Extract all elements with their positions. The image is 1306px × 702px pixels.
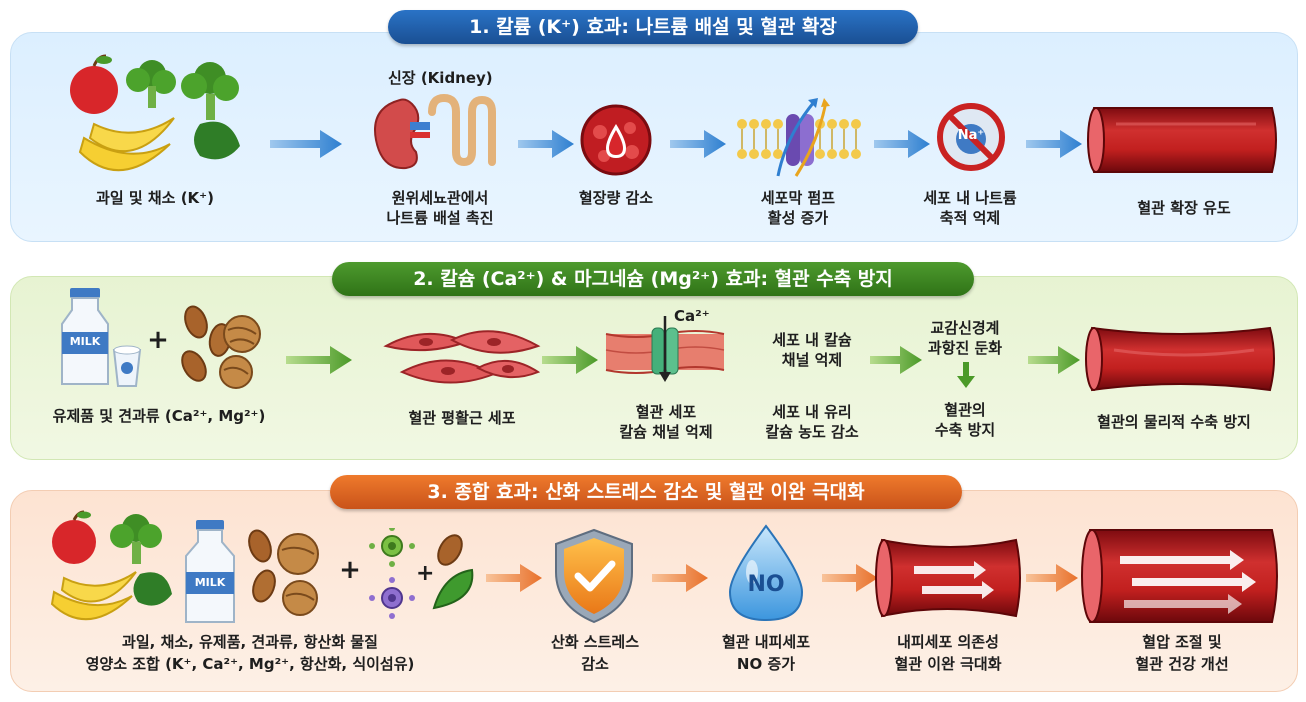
relaxed-vessel-icon <box>875 538 1021 618</box>
step-3-3-line1: 혈관 내피세포 <box>721 633 811 651</box>
arrow-right-icon <box>670 130 726 158</box>
step-2-4-line1: 세포 내 칼슘 <box>772 331 852 349</box>
milk-bottle-icon: MILK <box>56 288 142 388</box>
step-1-5-line1: 세포 내 나트륨 <box>923 189 1017 207</box>
arrow-right-icon <box>486 564 542 592</box>
arrow-right-icon <box>652 564 708 592</box>
arrow-right-icon <box>822 564 878 592</box>
protected-vessel-icon <box>1085 326 1275 392</box>
milk-label: MILK <box>69 335 101 348</box>
step-2-4-line2: 채널 억제 <box>781 351 843 369</box>
fruits-vegetables-icon <box>50 510 172 621</box>
nuts-icon <box>181 305 261 389</box>
sodium-blocked-icon: Na⁺ <box>936 102 1006 172</box>
shield-check-icon <box>555 528 633 624</box>
step-2-1-label: 유제품 및 견과류 (Ca²⁺, Mg²⁺) <box>52 407 266 425</box>
step-3-4-line1: 내피세포 의존성 <box>897 633 999 651</box>
step-3-3-line2: NO 증가 <box>736 655 796 673</box>
step-2-8-label: 혈관의 물리적 수축 방지 <box>1097 413 1251 431</box>
step-1-3-label: 혈장량 감소 <box>578 189 654 207</box>
step-1-6-label: 혈관 확장 유도 <box>1137 199 1231 217</box>
blood-plasma-icon <box>580 104 652 176</box>
plus-sign: + <box>339 555 361 585</box>
step-3-4-line2: 혈관 이완 극대화 <box>894 655 1002 673</box>
step-2-3-line2: 칼슘 채널 억제 <box>619 423 713 441</box>
arrow-right-icon <box>518 130 574 158</box>
healthy-vessel-icon <box>1081 529 1278 623</box>
no-label: NO <box>747 572 785 597</box>
section-2-title: 2. 칼슘 (Ca²⁺) & 마그네슘 (Mg²⁺) 효과: 혈관 수축 방지 <box>332 262 974 296</box>
milk-label: MILK <box>194 576 226 589</box>
step-2-2-label: 혈관 평활근 세포 <box>408 409 516 427</box>
step-2-6-line1: 교감신경계 <box>930 319 1000 337</box>
step-3-1-line1: 과일, 채소, 유제품, 견과류, 항산화 물질 <box>122 633 378 651</box>
arrow-down-icon <box>957 362 975 388</box>
step-1-4-line2: 활성 증가 <box>767 209 829 227</box>
arrow-right-icon <box>1026 564 1078 592</box>
fruits-vegetables-icon <box>70 54 240 172</box>
step-1-5-line2: 축적 억제 <box>939 209 1001 227</box>
step-3-2-line2: 감소 <box>581 655 609 673</box>
sodium-label: Na⁺ <box>957 128 985 143</box>
water-drop-icon <box>728 524 804 622</box>
arrow-right-icon <box>542 346 598 374</box>
arrow-right-icon <box>870 346 922 374</box>
kidney-nephron-icon <box>374 93 496 170</box>
step-1-1-label: 과일 및 채소 (K⁺) <box>96 189 214 207</box>
step-3-2-line1: 산화 스트레스 <box>550 633 640 651</box>
section-3-title: 3. 종합 효과: 산화 스트레스 감소 및 혈관 이완 극대화 <box>330 475 962 509</box>
kidney-caption: 신장 (Kidney) <box>388 69 493 87</box>
step-2-7-line1: 혈관의 <box>944 401 986 419</box>
milk-bottle-icon: MILK <box>180 520 240 624</box>
cell-membrane-pump-icon <box>737 98 861 177</box>
arrow-right-icon <box>1026 130 1082 158</box>
svg-text:+: + <box>416 561 434 586</box>
calcium-channel-icon <box>605 316 725 382</box>
antioxidant-icon: + <box>369 528 474 619</box>
step-2-5-line2: 칼슘 농도 감소 <box>765 423 859 441</box>
step-1-2-line1: 원위세뇨관에서 <box>391 189 489 207</box>
arrow-right-icon <box>270 130 342 158</box>
step-1-2-line2: 나트륨 배설 촉진 <box>386 209 494 227</box>
step-2-5-line1: 세포 내 유리 <box>772 403 852 421</box>
step-1-4-line1: 세포막 펌프 <box>760 189 836 207</box>
arrow-right-icon <box>874 130 930 158</box>
calcium-ion-label: Ca²⁺ <box>674 307 710 325</box>
milk-bottle-shape-icon <box>61 288 142 387</box>
nuts-icon <box>248 529 319 616</box>
dilated-vessel-icon <box>1087 107 1277 173</box>
step-3-1-line2: 영양소 조합 (K⁺, Ca²⁺, Mg²⁺, 항산화, 식이섬유) <box>85 655 415 673</box>
nitric-oxide-drop-icon: NO <box>724 522 808 622</box>
plus-sign: + <box>147 325 169 355</box>
arrow-right-icon <box>286 346 352 374</box>
section-1-title: 1. 칼륨 (K⁺) 효과: 나트륨 배설 및 혈관 확장 <box>388 10 918 44</box>
smooth-muscle-cells-icon <box>383 330 541 384</box>
milk-bottle-shape-icon <box>185 520 235 623</box>
step-3-5-line2: 혈관 건강 개선 <box>1135 655 1229 673</box>
step-3-5-line1: 혈압 조절 및 <box>1142 633 1222 651</box>
step-2-6-line2: 과항진 둔화 <box>927 339 1003 357</box>
arrow-right-icon <box>1028 346 1080 374</box>
step-2-3-line1: 혈관 세포 <box>635 403 697 421</box>
step-2-7-line2: 수축 방지 <box>934 421 996 439</box>
prohibition-sign-icon <box>937 103 1005 171</box>
